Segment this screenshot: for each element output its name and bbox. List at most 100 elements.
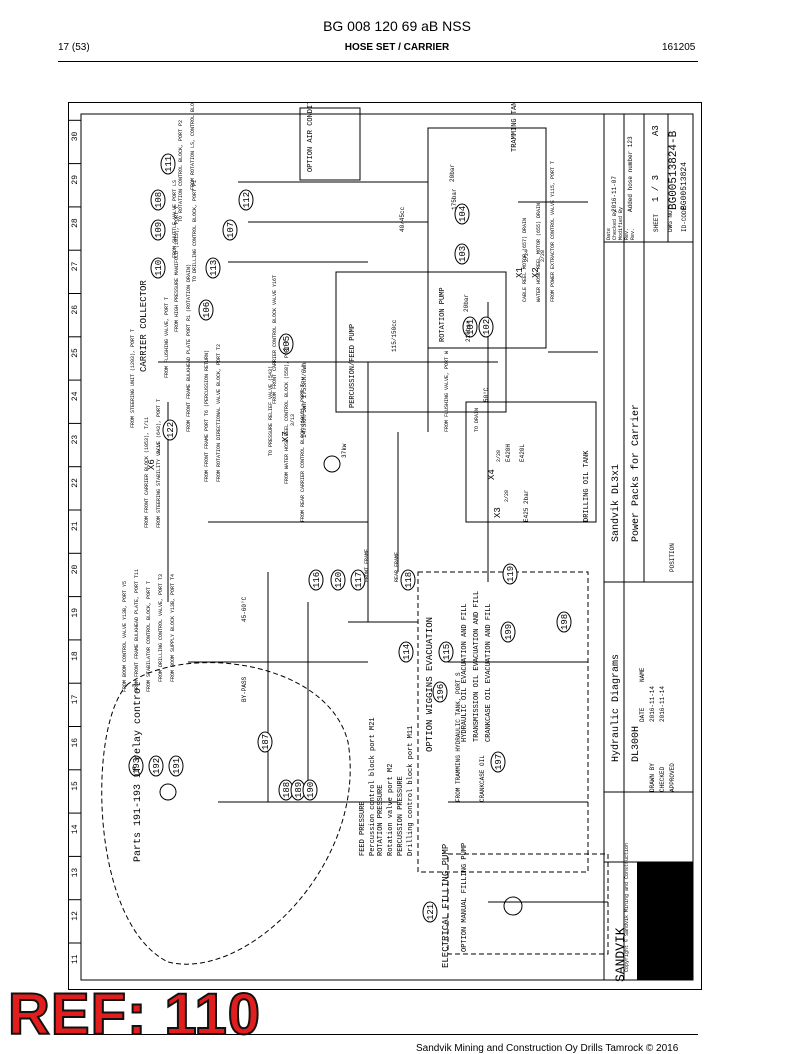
rev-list-item: Rev. [630,228,636,240]
machine-text: Sandvik DL3x1 [610,464,622,542]
label-rotation-valve-m2: Rotation valve port M2 [387,764,395,856]
svg-text:191: 191 [172,758,182,774]
drawn-date: 2016-11-14 [649,686,656,722]
label-perc-pump: PERCUSSION/FEED PUMP [349,324,357,408]
hose-ref-116: 116 [308,569,324,591]
hose-ref-113: 113 [205,257,221,279]
column-number: 24 [71,391,80,401]
hose-ref-106: 106 [198,299,214,321]
hose-ref-109: 109 [150,219,166,241]
label-option-wiggins: OPTION WIGGINS EVACUATION [425,617,435,752]
label-from-front-frame-2: FROM FRONT FRAME BULKHEAD PLATE PORT R1 … [186,264,192,432]
label-x3-pin: 2/28 [504,490,510,502]
label-percussion-pressure: PERCUSSION PRESSURE [397,776,405,856]
label-crankcase-port: CRANKCASE OIL [479,755,486,802]
label-option-manual: OPTION MANUAL FILLING PUMP [461,843,469,952]
position-label: POSITION [669,543,676,572]
label-from-rear-carrier: FROM REAR CARRIER CONTROL BLOCK (1015), … [300,384,306,522]
ref-stamp: REF: 110 [7,982,261,1047]
svg-text:114: 114 [402,644,412,660]
column-number: 29 [71,175,80,185]
label-e420l: E420L [519,444,526,462]
label-x4: X4 [487,469,497,480]
hose-ref-197: 197 [490,751,506,773]
label-carrier-collector: CARRIER COLLECTOR [139,280,149,372]
svg-text:190: 190 [306,782,316,798]
sheet-border [68,102,702,990]
svg-text:199: 199 [504,624,514,640]
label-from-stabilator: FROM STABILATOR CONTROL BLOCK, PORT T [146,581,152,692]
label-temp-range: 45-60°C [241,596,248,622]
label-e420h: E420H [505,444,512,462]
column-number: 26 [71,305,80,315]
sheet-label: SHEET [653,214,660,232]
svg-text:188: 188 [282,782,292,798]
subtitle-text: Power Packs for Carrier [630,404,642,542]
label-bar-175: 175bar [451,188,458,210]
label-from-steering-unit: FROM STEERING UNIT (1203), PORT T [130,329,136,428]
label-rotation-pressure: ROTATION PRESSURE [377,785,385,856]
hose-ref-115: 115 [438,641,454,663]
label-tramming-tank: TRAMMING TANK [511,102,519,152]
date-label: DATE [639,707,646,722]
svg-text:110: 110 [154,260,164,276]
label-rotation-pump: ROTATION PUMP [439,287,447,342]
label-crankcase-oil: CRANKCASE OIL EVACUATION AND FILL [485,603,493,742]
motor-symbol [323,455,341,473]
column-number: 23 [71,435,80,445]
hose-ref-119: 119 [502,563,518,585]
hose-ref-199: 199 [500,621,516,643]
label-bar-210: 210bar [465,320,472,342]
column-number: 22 [71,478,80,488]
label-from-tramming: FROM TRAMMING HYDRAULIC TANK, PORT S [455,672,462,802]
approved-label: APPROVED [669,763,676,792]
label-e425: E425 2bar [523,489,530,522]
checked-date: 2016-11-14 [659,686,666,722]
label-x1-pin: 2/24 [524,250,530,262]
svg-text:121: 121 [426,904,436,920]
label-water-reel-motor: WATER HOSE REEL MOTOR (655) DRAIN [536,203,542,302]
hose-ref-187: 187 [257,731,273,753]
label-rear-frame: REAR FRAME [394,552,400,582]
label-bar-20: 20bar [449,164,456,182]
label-drilling-control-m11: Drilling control block port M11 [407,726,415,856]
label-x7-pin: 3/13 [290,414,296,426]
perc-pump-box [335,271,507,413]
column-number: 19 [71,608,80,618]
rev-list-item: Modified By [618,207,624,240]
hose-ref-120: 120 [330,569,346,591]
svg-text:108: 108 [154,192,164,208]
svg-text:105: 105 [282,336,292,352]
hose-ref-104: 104 [454,203,470,225]
copyright-text: Copyright © Sandvik Mining and Construct… [623,843,630,972]
document-id: BG 008 120 69 aB NSS [323,18,471,34]
svg-text:187: 187 [261,734,271,750]
svg-text:192: 192 [152,758,162,774]
label-from-power-extractor: FROM POWER EXTRACTOR CONTROL VALVE Y115,… [550,161,556,302]
svg-text:122: 122 [166,422,176,438]
svg-text:117: 117 [354,572,364,588]
label-to-drain: TO DRAIN [474,408,480,432]
section-title: HOSE SET / CARRIER [344,42,450,53]
hose-ref-118: 118 [400,569,416,591]
svg-text:107: 107 [226,222,236,238]
size-value: A3 [651,125,661,136]
column-number: 12 [71,911,80,921]
svg-text:103: 103 [458,246,468,262]
label-pump-spec: 147SRM/5Wh 175SRM/6Wh [301,362,308,438]
label-from-flushing-2: FROM FLUSHING VALVE, PORT W [444,351,450,432]
hose-ref-198: 198 [556,611,572,633]
footer-copyright: Sandvik Mining and Construction Oy Drill… [416,1043,679,1054]
column-number: 21 [71,521,80,531]
label-electrical-filling: ELECTRICAL FILLING PUMP [441,844,451,968]
diagram-type: Hydraulic Diagrams [610,654,622,762]
label-from-boom-supply: FROM BOOM SUPPLY BLOCK Y13B, PORT T4 [170,574,176,682]
svg-text:198: 198 [560,614,570,630]
label-x2: X2 [531,267,541,278]
label-x3: X3 [493,507,503,518]
column-number: 13 [71,868,80,878]
svg-text:115: 115 [442,644,452,660]
